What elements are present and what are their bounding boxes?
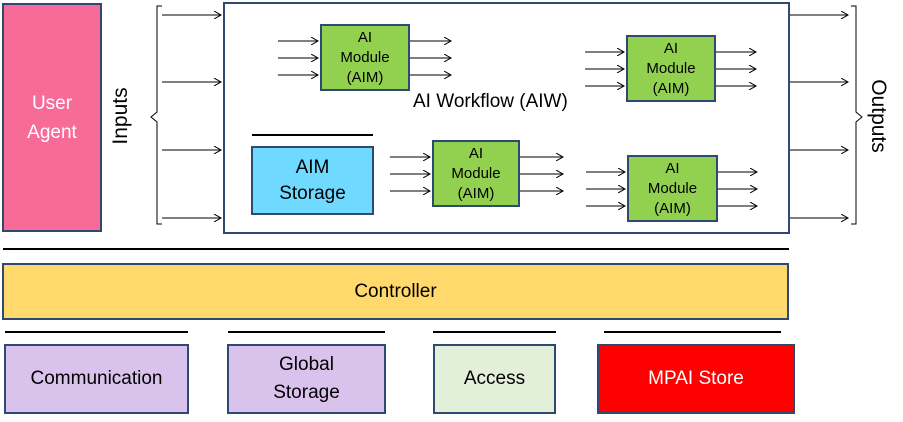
ai-module-2: AI Module (AIM) — [626, 35, 716, 102]
ai-module-4: AI Module (AIM) — [627, 155, 718, 222]
output-arrows — [790, 15, 848, 218]
outputs-brace — [851, 5, 863, 225]
controller-box: Controller — [2, 263, 789, 320]
inputs-label: Inputs — [109, 87, 132, 145]
aim-2-arrows — [585, 52, 756, 86]
ai-workflow-container — [223, 2, 790, 234]
ai-module-3-line1: AI — [468, 144, 484, 162]
aim-storage-line2: Storage — [279, 182, 346, 204]
aim-storage-line1: AIM — [295, 156, 330, 178]
global-storage-box: Global Storage — [227, 344, 386, 414]
controller-label: Controller — [354, 280, 437, 302]
communication-label: Communication — [30, 368, 163, 389]
user-agent-box: User Agent — [2, 3, 102, 232]
ai-module-4-line1: AI — [665, 159, 680, 177]
ai-module-2-line1: AI — [663, 39, 679, 57]
outputs-label: Outputs — [867, 79, 890, 153]
global-storage-line1: Global — [279, 354, 334, 375]
ai-module-3-line3: (AIM) — [457, 184, 495, 202]
aim-storage-box: AIM Storage — [251, 146, 374, 215]
ai-module-4-line3: (AIM) — [654, 199, 691, 217]
ai-module-2-line3: (AIM) — [652, 79, 690, 97]
separator-lines — [3, 134, 789, 333]
user-agent-label-line2: Agent — [27, 121, 77, 143]
communication-box: Communication — [4, 344, 189, 414]
aim-1-arrows — [278, 41, 451, 75]
access-label: Access — [463, 368, 526, 389]
global-storage-line2: Storage — [273, 382, 340, 403]
mpai-store-box: MPAI Store — [597, 344, 795, 414]
ai-module-3: AI Module (AIM) — [432, 140, 520, 207]
user-agent-label-line1: User — [31, 92, 73, 114]
ai-workflow-label: AI Workflow (AIW) — [413, 91, 568, 112]
ai-module-1-line1: AI — [357, 28, 373, 46]
input-arrows — [162, 15, 221, 218]
aim-4-arrows — [586, 172, 757, 206]
ai-module-1: AI Module (AIM) — [320, 24, 410, 91]
aim-3-arrows — [390, 157, 563, 191]
mpai-store-label: MPAI Store — [648, 368, 744, 389]
access-box: Access — [433, 344, 556, 414]
inputs-brace — [150, 5, 162, 225]
ai-module-2-line2: Module — [646, 59, 696, 77]
ai-module-1-line2: Module — [340, 48, 390, 66]
ai-module-4-line2: Module — [647, 179, 698, 197]
ai-module-3-line2: Module — [451, 164, 501, 182]
ai-module-1-line3: (AIM) — [346, 68, 384, 86]
